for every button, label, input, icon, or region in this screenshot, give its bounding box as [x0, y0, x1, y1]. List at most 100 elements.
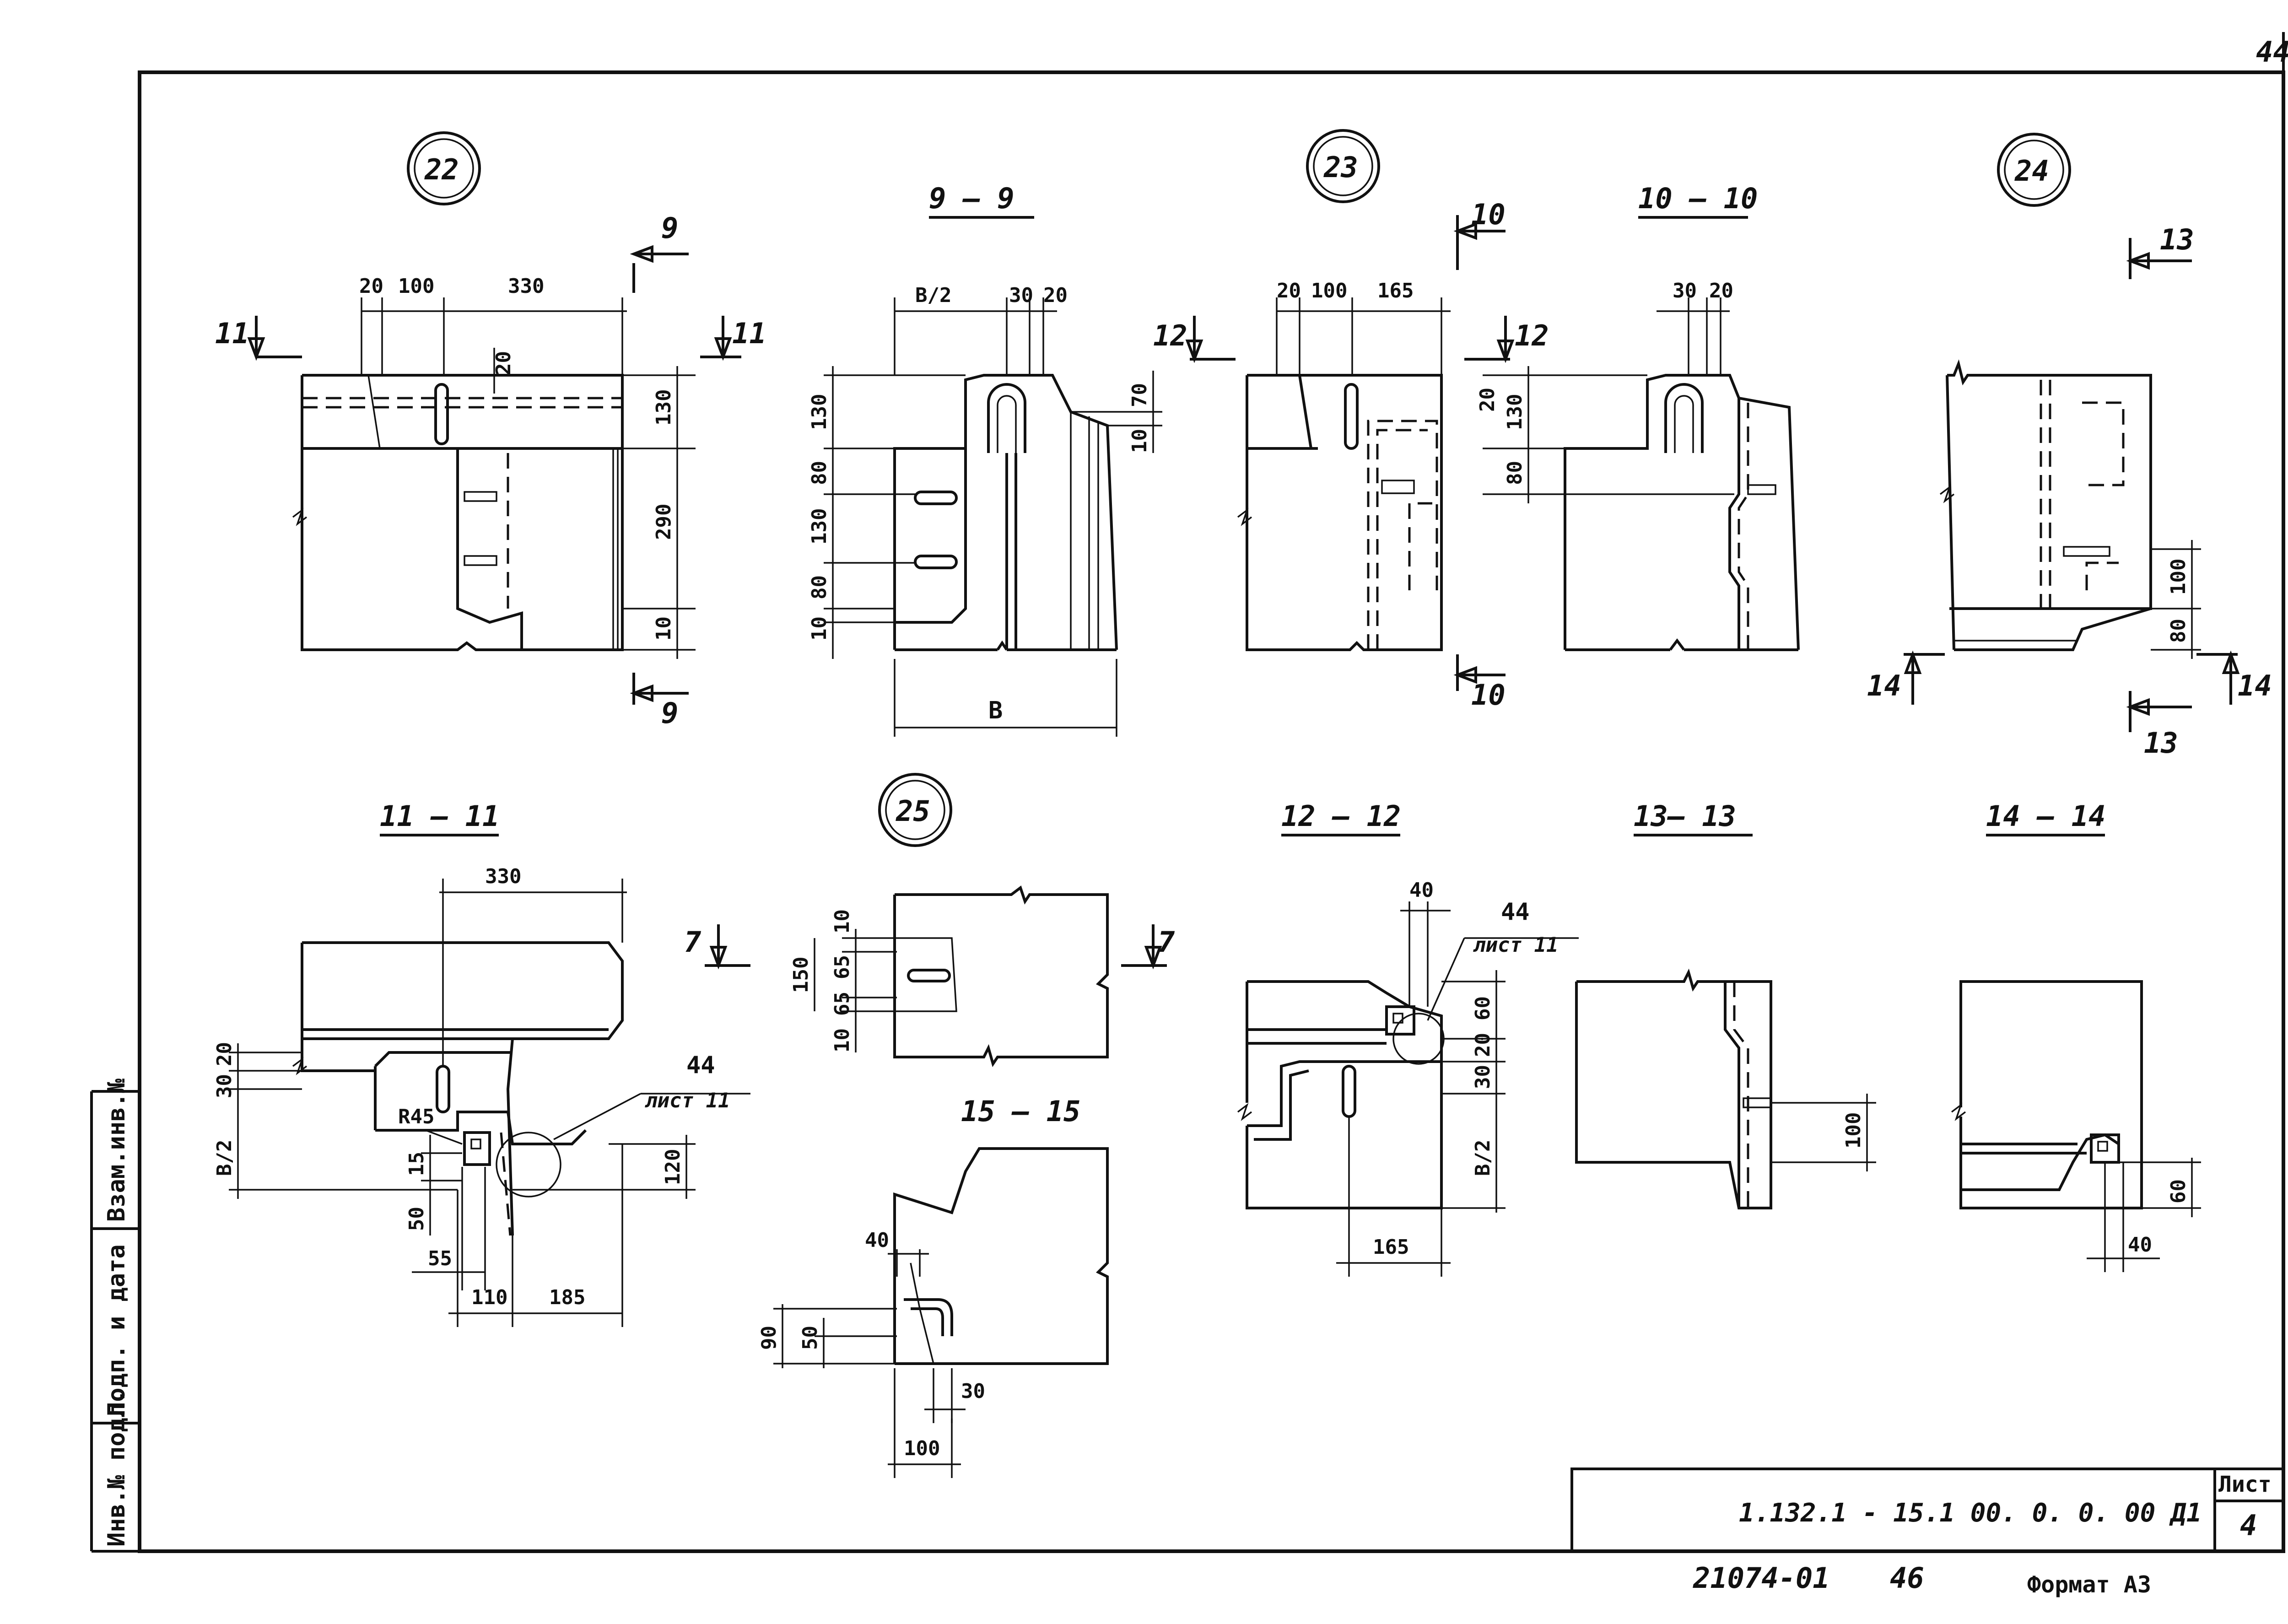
svg-text:24: 24 — [2014, 154, 2049, 188]
svg-text:13: 13 — [2160, 223, 2194, 256]
svg-text:100: 100 — [2167, 559, 2190, 595]
svg-text:B/2: B/2 — [915, 284, 951, 307]
title-11-11: 11 — 11 — [380, 799, 499, 833]
ref-44-a: 44 — [686, 1052, 715, 1079]
svg-text:60: 60 — [1471, 996, 1495, 1020]
view-11-11: 44 лист 11 R45 330 20 30 B/2 15 50 55 11… — [213, 865, 750, 1327]
view-15-15: 40 90 50 30 100 — [757, 1147, 1109, 1478]
svg-text:20: 20 — [1709, 279, 1733, 302]
callout-24: 24 — [1997, 133, 2071, 207]
svg-text:80: 80 — [1503, 461, 1527, 485]
svg-text:12: 12 — [1515, 319, 1549, 352]
svg-text:23: 23 — [1323, 151, 1358, 184]
dim-100: 100 — [398, 275, 434, 298]
svg-text:10: 10 — [808, 616, 831, 641]
svg-text:80: 80 — [808, 461, 831, 485]
svg-text:130: 130 — [808, 394, 831, 430]
svg-text:B/2: B/2 — [1471, 1140, 1495, 1176]
title-14-14: 14 — 14 — [1986, 799, 2105, 833]
svg-text:30: 30 — [961, 1380, 985, 1403]
svg-text:40: 40 — [2128, 1233, 2152, 1257]
callout-25: 25 — [878, 773, 952, 847]
svg-text:10: 10 — [831, 1028, 854, 1052]
stamp-vzam-inv: Взам.инв.№ — [103, 1078, 130, 1222]
svg-text:80: 80 — [2167, 619, 2190, 643]
ref-sheet-b: лист 11 — [1473, 933, 1558, 957]
svg-text:65: 65 — [831, 955, 854, 979]
svg-text:40: 40 — [1409, 879, 1434, 902]
callout-22: 22 — [407, 131, 481, 205]
footer-format: Формат А3 — [2027, 1571, 2151, 1598]
svg-text:B/2: B/2 — [213, 1140, 236, 1176]
svg-text:10: 10 — [652, 616, 675, 641]
svg-text:14: 14 — [1867, 669, 1901, 702]
view-24: 100 80 13 13 14 14 — [1867, 223, 2272, 760]
view-25: 10 65 65 10 150 7 7 — [684, 885, 1175, 1068]
svg-text:290: 290 — [652, 504, 675, 540]
title-9-9: 9 — 9 — [929, 182, 1014, 215]
svg-text:70: 70 — [1128, 383, 1151, 407]
title-sheet-number: 4 — [2240, 1509, 2257, 1542]
svg-text:20: 20 — [1277, 279, 1301, 302]
view-12-12: 44 лист 11 40 60 20 30 B/2 165 — [1237, 879, 1579, 1277]
svg-text:10: 10 — [1471, 678, 1506, 712]
svg-text:60: 60 — [2167, 1179, 2190, 1203]
view-10-10: 30 20 20 130 80 — [1476, 279, 1800, 651]
section-titles: 9 — 9 10 — 10 11 — 11 12 — 12 13— 13 14 … — [380, 182, 2105, 1128]
svg-text:130: 130 — [808, 508, 831, 545]
footer-page: 46 — [1890, 1561, 1924, 1595]
svg-text:40: 40 — [865, 1229, 889, 1252]
svg-text:10: 10 — [1471, 198, 1506, 231]
svg-text:90: 90 — [757, 1326, 781, 1350]
callout-23: 23 — [1306, 129, 1380, 203]
svg-text:9: 9 — [661, 211, 678, 245]
svg-text:55: 55 — [428, 1247, 452, 1270]
svg-text:9: 9 — [661, 696, 678, 730]
svg-text:80: 80 — [808, 575, 831, 599]
sheet-corner-number: 44 — [2256, 35, 2288, 69]
view-13-13: 100 — [1575, 968, 1876, 1209]
svg-text:100: 100 — [1311, 279, 1347, 302]
ref-44-b: 44 — [1501, 898, 1530, 926]
svg-text:10: 10 — [831, 909, 854, 933]
svg-text:150: 150 — [789, 957, 813, 993]
svg-text:165: 165 — [1373, 1236, 1409, 1259]
view-14-14: 60 40 — [1951, 980, 2201, 1272]
svg-text:20: 20 — [1471, 1033, 1495, 1057]
svg-text:130: 130 — [1503, 394, 1527, 430]
svg-text:20: 20 — [213, 1042, 236, 1066]
view-23: 20 100 165 10 10 12 12 — [1153, 198, 1549, 712]
ref-sheet-a: лист 11 — [645, 1089, 730, 1112]
title-13-13: 13— 13 — [1634, 799, 1736, 833]
svg-text:20: 20 — [1043, 284, 1068, 307]
svg-text:10: 10 — [1128, 429, 1151, 453]
svg-text:R45: R45 — [398, 1105, 434, 1128]
sheet-frame: 44 — [138, 32, 2288, 1553]
svg-text:120: 120 — [661, 1149, 685, 1185]
svg-text:30: 30 — [213, 1074, 236, 1098]
svg-text:50: 50 — [799, 1326, 822, 1350]
title-sheet-label: Лист — [2218, 1472, 2272, 1497]
stamp-inv-podl: Инв.№ подл. — [103, 1389, 130, 1547]
side-stamp: Взам.инв.№ Подп. и дата Инв.№ подл. — [90, 1078, 140, 1553]
svg-text:15: 15 — [405, 1152, 428, 1176]
svg-text:12: 12 — [1153, 319, 1187, 352]
dim-330: 330 — [508, 275, 544, 298]
svg-text:30: 30 — [1471, 1065, 1495, 1089]
view-22: 20 100 330 20 130 290 10 9 9 11 11 — [215, 211, 766, 730]
svg-text:11: 11 — [732, 317, 766, 350]
svg-text:330: 330 — [485, 865, 521, 888]
dim-20: 20 — [359, 275, 383, 298]
svg-text:7: 7 — [684, 925, 702, 959]
svg-text:100: 100 — [1842, 1112, 1865, 1149]
svg-text:100: 100 — [904, 1437, 940, 1460]
svg-text:20: 20 — [1476, 388, 1499, 412]
svg-text:110: 110 — [471, 1286, 507, 1309]
stamp-podp-data: Подп. и дата — [103, 1244, 130, 1416]
title-block: 1.132.1 - 15.1 00. 0. 0. 00 Д1 Лист 4 — [1570, 1468, 2285, 1553]
svg-text:20: 20 — [492, 351, 515, 375]
svg-text:65: 65 — [831, 992, 854, 1016]
title-designation: 1.132.1 - 15.1 00. 0. 0. 00 Д1 — [1739, 1498, 2202, 1528]
svg-text:130: 130 — [652, 389, 675, 426]
